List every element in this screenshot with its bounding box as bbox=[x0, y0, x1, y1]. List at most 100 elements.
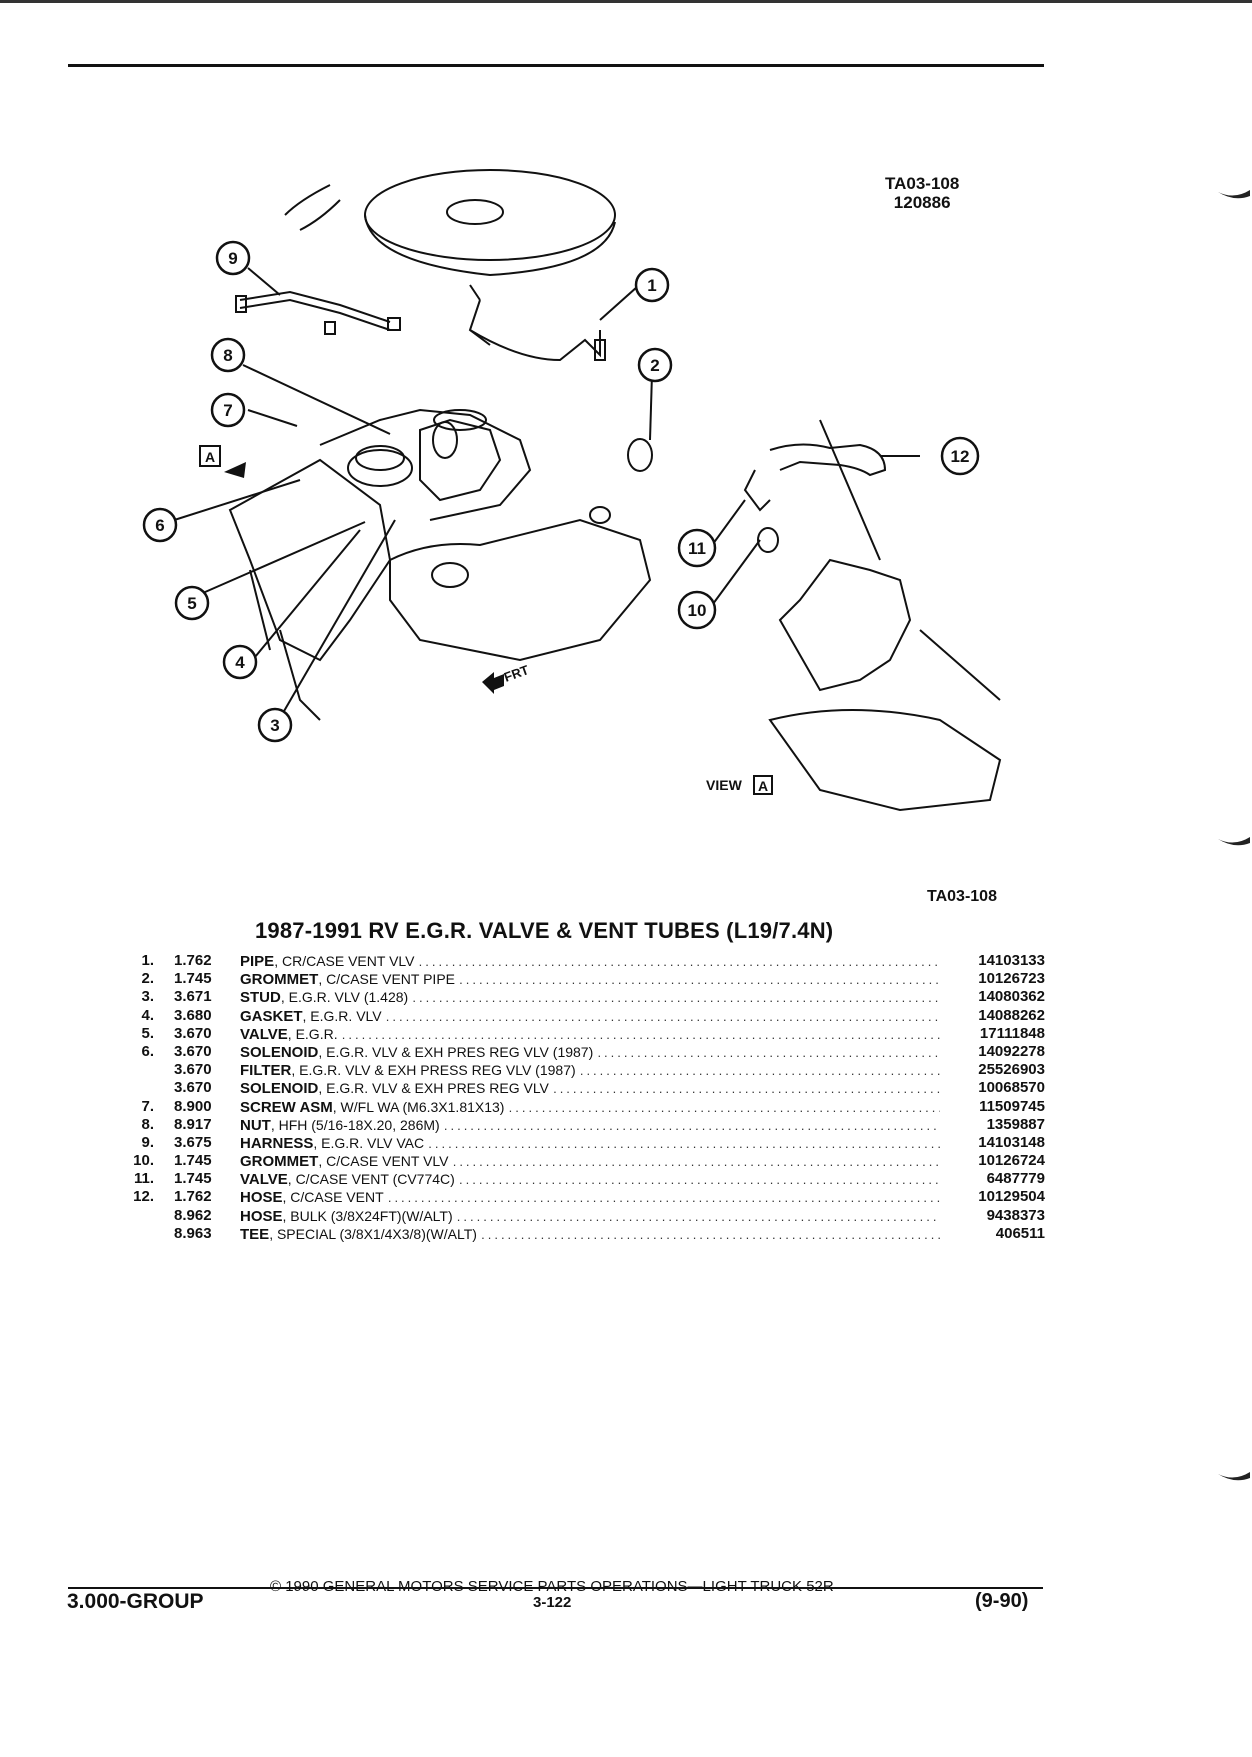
callout-11: 11 bbox=[677, 528, 717, 568]
svg-text:11: 11 bbox=[688, 539, 706, 558]
part-name: FILTER bbox=[240, 1062, 292, 1080]
leader-dots: ........................................… bbox=[428, 1135, 940, 1151]
part-number: 14103133 bbox=[978, 952, 1045, 969]
binder-mark bbox=[1218, 837, 1250, 846]
parts-row: 2. 1.745 GROMMET, C/CASE VENT PIPE .......… bbox=[110, 970, 1045, 988]
part-description: SOLENOID, E.G.R. VLV & EXH PRES REG VLV … bbox=[240, 1079, 940, 1098]
part-detail: , E.G.R. VLV & EXH PRESS REG VLV (1987) bbox=[291, 1062, 576, 1079]
view-a-text: VIEW bbox=[706, 777, 743, 793]
callout-7: 7 bbox=[210, 392, 246, 428]
svg-text:6: 6 bbox=[155, 516, 164, 535]
page-top-edge bbox=[0, 0, 1252, 3]
catalog-code: 3.670 bbox=[174, 1061, 212, 1079]
view-a-marker-letter: A bbox=[205, 449, 215, 465]
part-number: 17111848 bbox=[979, 1024, 1045, 1042]
grommet-2 bbox=[627, 438, 653, 472]
front-arrow: FRT bbox=[482, 662, 531, 694]
svg-text:12: 12 bbox=[951, 447, 970, 466]
part-number: 25526903 bbox=[978, 1061, 1045, 1079]
svg-text:9: 9 bbox=[228, 249, 237, 268]
part-detail: , HFH (5/16-18X.20, 286M) bbox=[270, 1116, 440, 1133]
part-description: SOLENOID, E.G.R. VLV & EXH PRES REG VLV … bbox=[240, 1043, 940, 1062]
leader-dots: ........................................… bbox=[456, 1208, 940, 1224]
view-a-marker: A bbox=[199, 445, 246, 478]
part-detail: , SPECIAL (3/8X1/4X3/8)(W/ALT) bbox=[269, 1225, 477, 1242]
part-number: 1359887 bbox=[986, 1115, 1045, 1133]
part-description: VALVE, C/CASE VENT (CV774C) ............… bbox=[240, 1170, 940, 1189]
item-number: 2. bbox=[141, 970, 154, 988]
svg-text:8: 8 bbox=[223, 346, 232, 365]
part-name: GASKET bbox=[240, 1007, 303, 1025]
part-number: 6487779 bbox=[986, 1170, 1045, 1188]
part-detail: , BULK (3/8X24FT)(W/ALT) bbox=[282, 1207, 453, 1224]
egr-valve-body bbox=[347, 449, 413, 487]
leader-dots: ........................................… bbox=[412, 990, 940, 1006]
part-description: VALVE, E.G.R. ..........................… bbox=[240, 1025, 940, 1044]
catalog-code: 1.745 bbox=[174, 970, 212, 988]
callout-6: 6 bbox=[142, 507, 178, 543]
part-detail: , C/CASE VENT (CV774C) bbox=[287, 1171, 455, 1188]
item-number: 3. bbox=[141, 988, 154, 1006]
vent-hose-12 bbox=[769, 443, 887, 477]
part-number: 10129504 bbox=[978, 1188, 1045, 1206]
catalog-code: 8.900 bbox=[174, 1097, 212, 1115]
part-name: NUT bbox=[240, 1116, 271, 1134]
part-detail: , CR/CASE VENT VLV bbox=[274, 953, 415, 969]
leader-dots: ........................................… bbox=[443, 1117, 940, 1133]
leader-dots: ........................................… bbox=[387, 1190, 940, 1206]
part-name: HOSE bbox=[240, 1207, 283, 1225]
part-name: SCREW ASM bbox=[240, 1098, 333, 1116]
part-description: GROMMET, C/CASE VENT VLV ...............… bbox=[240, 1152, 940, 1171]
item-number: 12. bbox=[133, 1188, 154, 1206]
footer-rule bbox=[68, 1587, 1043, 1589]
part-detail: , E.G.R. VLV VAC bbox=[313, 1134, 425, 1151]
svg-text:4: 4 bbox=[235, 653, 245, 672]
callout-4: 4 bbox=[222, 644, 258, 680]
part-name: STUD bbox=[240, 989, 281, 1007]
part-name: HOSE bbox=[240, 1189, 283, 1207]
callout-1: 1 bbox=[634, 267, 670, 303]
part-description: TEE, SPECIAL (3/8X1/4X3/8)(W/ALT) ......… bbox=[240, 1225, 940, 1244]
part-description: GROMMET, C/CASE VENT PIPE ..............… bbox=[240, 970, 940, 989]
leader-dots: ........................................… bbox=[418, 954, 940, 969]
leader-dots: ........................................… bbox=[579, 1063, 940, 1079]
part-number: 10126724 bbox=[978, 1152, 1045, 1170]
carburetor bbox=[419, 418, 502, 502]
item-number: 5. bbox=[141, 1024, 154, 1042]
item-number: 7. bbox=[141, 1097, 154, 1115]
part-number: 11509745 bbox=[979, 1097, 1045, 1115]
vent-pipe bbox=[469, 284, 601, 362]
part-name: GROMMET bbox=[240, 971, 319, 989]
part-number: 9438373 bbox=[986, 1206, 1045, 1224]
part-detail: , C/CASE VENT PIPE bbox=[318, 971, 455, 988]
callout-10: 10 bbox=[677, 590, 717, 630]
catalog-code: 1.745 bbox=[174, 1152, 212, 1170]
vent-valve-11 bbox=[743, 469, 771, 512]
part-name: SOLENOID bbox=[240, 1080, 319, 1098]
catalog-code: 8.917 bbox=[174, 1115, 212, 1133]
part-detail: , E.G.R. bbox=[287, 1025, 338, 1042]
part-number: 10126723 bbox=[978, 970, 1045, 988]
svg-text:5: 5 bbox=[187, 594, 196, 613]
air-cleaner-lid bbox=[364, 169, 616, 261]
part-description: HOSE, BULK (3/8X24FT)(W/ALT) ...........… bbox=[240, 1207, 940, 1226]
grommet-10 bbox=[757, 527, 779, 553]
part-number: 10068570 bbox=[978, 1079, 1045, 1097]
svg-text:10: 10 bbox=[688, 601, 707, 620]
view-a-letter: A bbox=[758, 778, 768, 794]
callout-9: 9 bbox=[215, 240, 251, 276]
figure-id-block: TA03-108 120886 bbox=[885, 174, 959, 212]
binder-mark bbox=[1218, 1472, 1250, 1481]
air-cleaner-wingnut bbox=[446, 199, 504, 225]
part-detail: , E.G.R. VLV (1.428) bbox=[280, 989, 409, 1006]
leader-dots: ........................................… bbox=[553, 1081, 940, 1097]
part-description: HOSE, C/CASE VENT ......................… bbox=[240, 1188, 940, 1207]
copyright-line: © 1990 GENERAL MOTORS SERVICE PARTS OPER… bbox=[270, 1578, 834, 1595]
leader-dots: ........................................… bbox=[508, 1099, 940, 1115]
